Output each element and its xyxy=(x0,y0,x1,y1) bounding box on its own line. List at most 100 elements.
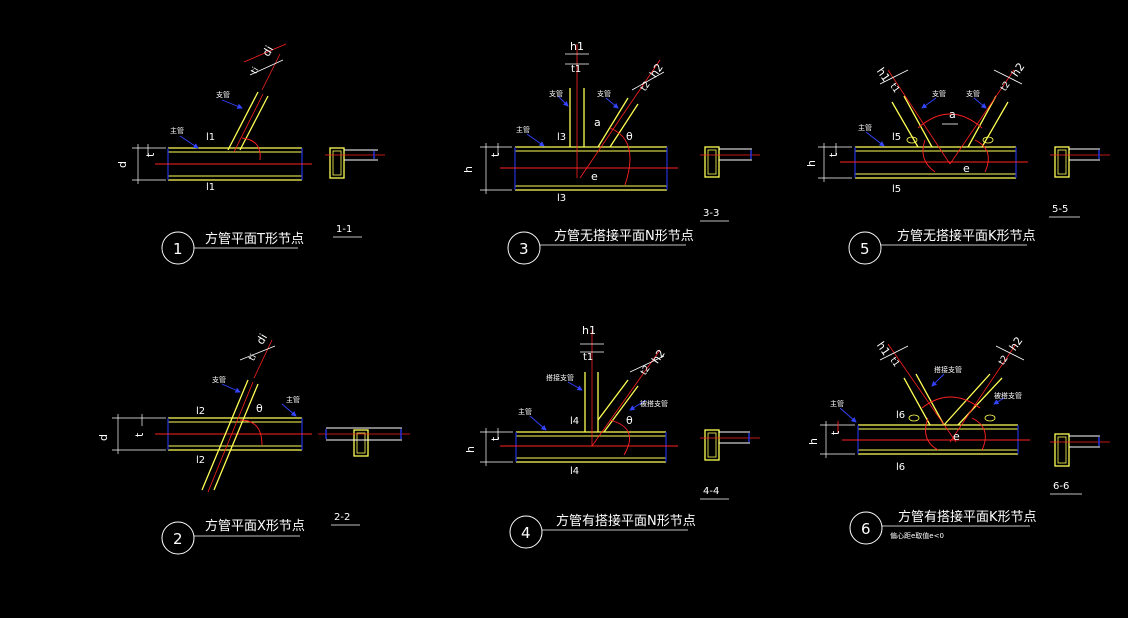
detail-2-chord xyxy=(155,417,312,451)
detail-4-label-t: t xyxy=(489,436,502,441)
detail-5-section xyxy=(1050,146,1110,178)
detail-3-label-branch1: 支管 xyxy=(549,89,563,98)
detail-2-dims xyxy=(112,414,166,454)
detail-6-label-h: h xyxy=(807,438,820,445)
detail-6-label-branch1: 搭接支管 xyxy=(934,365,962,374)
detail-3-label-branch2: 支管 xyxy=(597,89,611,98)
detail-3-dims xyxy=(480,143,512,194)
detail-3-label-a: a xyxy=(594,116,601,129)
detail-6-label-l-bot: l6 xyxy=(896,462,905,473)
detail-5-section-label: 5-5 xyxy=(1052,204,1068,215)
detail-4-callout-number: 4 xyxy=(521,524,531,542)
detail-3-label-l-top: l3 xyxy=(557,132,566,143)
detail-6-label-l-top: l6 xyxy=(896,410,905,421)
detail-3-section xyxy=(700,146,760,178)
detail-5-title: 方管无搭接平面K形节点 xyxy=(897,228,1036,244)
detail-2-x-joint: d t l2 l2 di ti θ 支管 主管 2-2 2 方管平面X形节点 xyxy=(97,331,410,555)
detail-5-chord xyxy=(840,146,1028,179)
detail-3-callout-circle xyxy=(507,231,541,265)
detail-4-label-branch2: 被搭支管 xyxy=(640,399,668,408)
detail-4-label-l-top: l4 xyxy=(570,416,579,427)
detail-3-braces xyxy=(565,44,665,186)
detail-1-label-l-top: l1 xyxy=(206,132,215,143)
detail-6-dims xyxy=(820,421,855,458)
detail-4-dims xyxy=(480,428,513,466)
detail-6-chord xyxy=(842,424,1030,455)
detail-3-n-joint: h t h1 t1 h2 t2 a θ e l3 l3 主管 支管 支管 3-3… xyxy=(462,40,760,265)
detail-1-title: 方管平面T形节点 xyxy=(205,231,304,247)
detail-5-label-a: a xyxy=(949,108,956,121)
detail-6-section xyxy=(1050,433,1110,467)
detail-2-brace xyxy=(201,339,276,493)
detail-1-label-main: 主管 xyxy=(170,126,184,135)
detail-1-label-d: d xyxy=(116,161,129,168)
detail-5-label-h: h xyxy=(805,160,818,167)
detail-2-label-t: t xyxy=(133,432,146,437)
detail-2-section-label: 2-2 xyxy=(334,512,350,523)
detail-2-callout-number: 2 xyxy=(173,530,183,548)
detail-4-chord xyxy=(500,431,678,463)
detail-3-title: 方管无搭接平面N形节点 xyxy=(554,228,694,244)
detail-1-callout-number: 1 xyxy=(173,240,183,258)
detail-6-callout-circle xyxy=(849,511,883,545)
detail-6-label-main: 主管 xyxy=(830,399,844,408)
detail-1-chord xyxy=(155,147,312,181)
detail-5-dims xyxy=(818,143,852,182)
detail-5-label-branch1: 支管 xyxy=(932,89,946,98)
detail-6-label-branch2: 被搭支管 xyxy=(994,391,1022,400)
detail-2-section xyxy=(318,427,410,457)
detail-5-label-l-top: l5 xyxy=(892,132,901,143)
detail-3-chord xyxy=(500,146,678,191)
detail-3-label-h1: h1 xyxy=(570,40,584,53)
detail-6-k-joint-overlap: h t h1 t1 h2 t2 e l6 l6 主管 搭接支管 被搭支管 6-6… xyxy=(807,334,1110,545)
detail-4-label-branch1: 搭接支管 xyxy=(546,373,574,382)
detail-4-n-joint-overlap: h t h1 t1 h2 t2 θ l4 l4 主管 搭接支管 被搭支管 4-4… xyxy=(464,324,760,549)
detail-3-label-e: e xyxy=(591,170,598,183)
detail-2-label-l-top: l2 xyxy=(196,406,205,417)
detail-4-label-main: 主管 xyxy=(518,407,532,416)
detail-5-callout-number: 5 xyxy=(860,240,870,258)
detail-4-section xyxy=(700,429,760,461)
detail-1-brace xyxy=(227,43,287,161)
detail-2-label-ti: ti xyxy=(247,353,259,363)
detail-5-label-l-bot: l5 xyxy=(892,184,901,195)
detail-3-label-main: 主管 xyxy=(516,125,530,134)
detail-5-label-branch2: 支管 xyxy=(966,89,980,98)
detail-1-label-t: t xyxy=(144,152,157,157)
detail-6-braces xyxy=(879,343,1025,451)
detail-6-label-e: e xyxy=(953,430,960,443)
detail-1-t-joint: d t l1 l1 di ti 主管 支管 1-1 1 方管平面T形节点 xyxy=(116,43,385,265)
detail-1-section xyxy=(325,147,385,179)
detail-4-label-h1: h1 xyxy=(582,324,596,337)
detail-4-callout-circle xyxy=(509,515,543,549)
detail-1-label-branch: 支管 xyxy=(216,90,230,99)
detail-2-title: 方管平面X形节点 xyxy=(205,518,305,534)
detail-3-section-label: 3-3 xyxy=(703,208,719,219)
detail-4-label-t1: t1 xyxy=(583,352,593,363)
detail-4-label-l-bot: l4 xyxy=(570,466,579,477)
detail-5-label-e: e xyxy=(963,162,970,175)
detail-2-label-branch: 支管 xyxy=(212,375,226,384)
detail-2-label-main: 主管 xyxy=(286,395,300,404)
detail-2-label-theta: θ xyxy=(256,402,263,415)
detail-6-label-t: t xyxy=(829,430,842,435)
detail-5-callout-circle xyxy=(848,231,882,265)
detail-5-label-main: 主管 xyxy=(858,123,872,132)
detail-1-section-label: 1-1 xyxy=(336,224,352,235)
detail-4-braces xyxy=(580,330,665,456)
detail-2-label-l-bot: l2 xyxy=(196,455,205,466)
detail-3-label-t1: t1 xyxy=(571,64,581,75)
detail-6-title: 方管有搭接平面K形节点 xyxy=(898,509,1037,525)
detail-5-label-t: t xyxy=(827,152,840,157)
detail-3-label-theta: θ xyxy=(626,130,633,143)
detail-3-callout-number: 3 xyxy=(519,240,529,258)
detail-2-callout-circle xyxy=(161,521,195,555)
detail-3-label-t: t xyxy=(489,152,502,157)
detail-4-title: 方管有搭接平面N形节点 xyxy=(556,513,696,529)
detail-6-section-label: 6-6 xyxy=(1053,481,1069,492)
detail-1-dims xyxy=(132,144,166,184)
detail-4-section-label: 4-4 xyxy=(703,486,719,497)
detail-3-label-l-bot: l3 xyxy=(557,193,566,204)
detail-6-note: 偏心距e取值e<0 xyxy=(890,531,944,540)
detail-2-label-d: d xyxy=(97,434,110,441)
